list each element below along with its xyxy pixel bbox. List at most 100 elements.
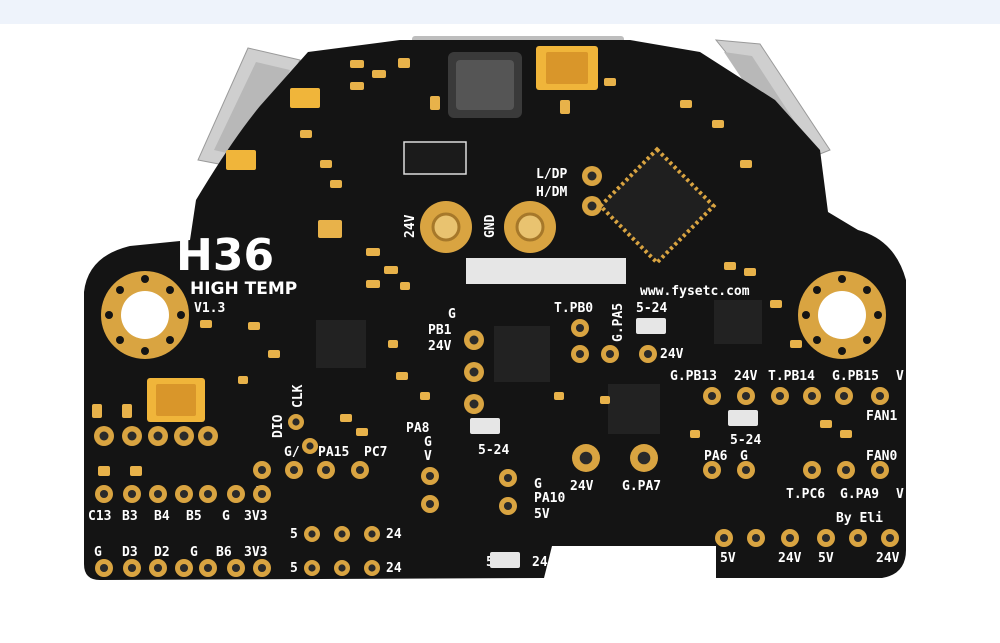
silk-b6: B6 bbox=[216, 545, 232, 560]
pad-hole bbox=[203, 431, 213, 441]
pad-hole bbox=[707, 465, 717, 475]
smd-part bbox=[330, 180, 342, 188]
pad-hole bbox=[127, 489, 137, 499]
silk-5v-pa10: 5V bbox=[534, 507, 550, 522]
pcb-outline bbox=[84, 40, 906, 580]
label-strip bbox=[466, 258, 626, 284]
silk-hdm: H/DM bbox=[536, 185, 567, 200]
smd-part bbox=[724, 262, 736, 270]
pad-hole bbox=[807, 391, 817, 401]
smd-part bbox=[820, 420, 832, 428]
smd-part bbox=[130, 466, 142, 476]
silk-524-c: 5-24 bbox=[478, 443, 509, 458]
silk-b3: B3 bbox=[122, 509, 138, 524]
pad-hole bbox=[751, 533, 761, 543]
silk-d2: D2 bbox=[154, 545, 170, 560]
smd-part bbox=[248, 322, 260, 330]
smd-part bbox=[740, 160, 752, 168]
smd-part bbox=[290, 88, 320, 108]
smd-part bbox=[470, 418, 500, 434]
pad-hole bbox=[355, 465, 365, 475]
pad-hole bbox=[203, 563, 213, 573]
silk-24v-top: 24V bbox=[403, 214, 418, 238]
version-label: V1.3 bbox=[194, 301, 225, 316]
silk-g-pa10: G bbox=[534, 477, 542, 492]
silk-gnd-top: GND bbox=[483, 214, 498, 238]
smd-part bbox=[318, 220, 342, 238]
pad-hole bbox=[231, 489, 241, 499]
silk-v-pa8: V bbox=[424, 449, 432, 464]
smd-part bbox=[420, 392, 430, 400]
smd-part bbox=[366, 280, 380, 288]
smd-part bbox=[372, 70, 386, 78]
pad-hole bbox=[179, 489, 189, 499]
silk-b4: B4 bbox=[154, 509, 170, 524]
pad-hole bbox=[503, 501, 513, 511]
silk-3v3-r1: 3V3 bbox=[244, 509, 267, 524]
pad-hole bbox=[257, 489, 267, 499]
pad-hole bbox=[875, 391, 885, 401]
silk-gpa7: G.PA7 bbox=[622, 479, 661, 494]
silk-b5: B5 bbox=[186, 509, 202, 524]
smd-part bbox=[690, 430, 700, 438]
smd-part bbox=[636, 318, 666, 334]
terminal-gnd bbox=[504, 201, 556, 253]
pad-hole bbox=[807, 465, 817, 475]
silk-g-pa8: G bbox=[424, 435, 432, 450]
silk-24v-b2: 24V bbox=[876, 551, 900, 566]
pad-hole bbox=[368, 564, 376, 572]
silk-24v-b1: 24V bbox=[778, 551, 802, 566]
silk-pa8: PA8 bbox=[406, 421, 430, 436]
diode bbox=[403, 141, 467, 175]
pad-hole bbox=[127, 563, 137, 573]
pad-hole bbox=[587, 201, 597, 211]
silk-g-r1: G bbox=[222, 509, 230, 524]
model-subtitle: HIGH TEMP bbox=[190, 279, 297, 299]
pad-hole bbox=[338, 564, 346, 572]
credit-label: By Eli bbox=[836, 511, 883, 526]
silk-524-b: 5-24 bbox=[730, 433, 761, 448]
smd-part bbox=[356, 428, 368, 436]
pad-hole bbox=[203, 489, 213, 499]
silk-pa15: PA15 bbox=[318, 445, 349, 460]
gold-pads bbox=[94, 166, 899, 577]
pad-hole bbox=[637, 451, 651, 465]
tantalum-capacitor-top bbox=[536, 46, 598, 90]
inductor bbox=[448, 52, 522, 118]
silk-gpb15: G.PB15 bbox=[832, 369, 879, 384]
silk-5v-b1: 5V bbox=[720, 551, 736, 566]
smd-part bbox=[728, 410, 758, 426]
silk-5-b: 5 bbox=[290, 561, 298, 576]
pad-hole bbox=[821, 533, 831, 543]
smd-part bbox=[350, 60, 364, 68]
pad-hole bbox=[875, 465, 885, 475]
silk-5-c: 5 bbox=[486, 555, 494, 570]
smd-part bbox=[490, 552, 520, 568]
pad-hole bbox=[338, 530, 346, 538]
silk-tpc6: T.PC6 bbox=[786, 487, 825, 502]
pad-hole bbox=[308, 564, 316, 572]
pad-hole bbox=[231, 563, 241, 573]
pad-hole bbox=[469, 399, 479, 409]
pad-hole bbox=[289, 465, 299, 475]
pad-hole bbox=[885, 533, 895, 543]
silk-gpa5: G.PA5 bbox=[611, 303, 626, 342]
pad-hole bbox=[368, 530, 376, 538]
smd-part bbox=[604, 78, 616, 86]
silk-pa6: PA6 bbox=[704, 449, 728, 464]
pad-hole bbox=[575, 323, 585, 333]
pad-hole bbox=[741, 465, 751, 475]
pad-hole bbox=[719, 533, 729, 543]
silk-24-c: 24 bbox=[532, 555, 548, 570]
terminal-24v bbox=[420, 201, 472, 253]
silk-fan0: FAN0 bbox=[866, 449, 897, 464]
silk-24v-pa7: 24V bbox=[570, 479, 594, 494]
smd-part bbox=[430, 96, 440, 110]
smd-part bbox=[320, 160, 332, 168]
smd-part bbox=[340, 414, 352, 422]
pad-hole bbox=[469, 335, 479, 345]
silk-pb1-24v: 24V bbox=[428, 339, 452, 354]
silk-d3: D3 bbox=[122, 545, 138, 560]
smd-part bbox=[744, 268, 756, 276]
